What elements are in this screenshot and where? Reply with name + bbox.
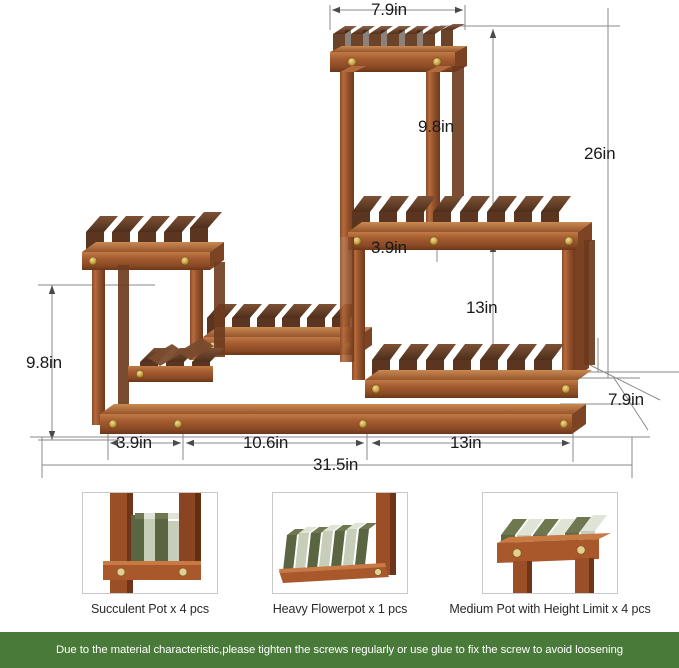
- wooden-stand-structure: [82, 24, 595, 434]
- screw: [371, 384, 381, 394]
- dim-label-right-upper-offset: 3.9in: [371, 238, 407, 257]
- screw: [559, 419, 569, 429]
- plant-stand-illustration: [30, 5, 679, 478]
- screw: [358, 419, 368, 429]
- top-shelf: [330, 24, 467, 72]
- thumbnail-image-medium-pot: [482, 492, 618, 594]
- top-shelf-legs: [340, 66, 464, 237]
- screw: [173, 419, 183, 429]
- dim-label-top-shelf-width: 7.9in: [371, 0, 407, 19]
- dim-label-top-tier-height: 9.8in: [418, 117, 454, 136]
- thumbnail-medium-pot: Medium Pot with Height Limit x 4 pcs: [435, 492, 665, 624]
- dim-label-depth: 7.9in: [608, 390, 644, 409]
- third-tier-shelf: [365, 344, 592, 398]
- left-posts: [92, 262, 225, 425]
- screw: [135, 369, 145, 379]
- dim-label-overall-width: 31.5in: [313, 455, 359, 474]
- accessory-thumbnails: Succulent Pot x 4 pcs: [0, 492, 679, 624]
- screw: [347, 57, 357, 67]
- left-lower-shelf: [128, 338, 224, 382]
- vertical-connectors: [340, 237, 365, 380]
- notice-text: Due to the material characteristic,pleas…: [56, 644, 623, 656]
- thumbnail-caption: Heavy Flowerpot x 1 pcs: [272, 602, 408, 616]
- screw: [432, 57, 442, 67]
- dim-label-left-section-width: 3.9in: [116, 433, 152, 452]
- screw: [88, 256, 98, 266]
- dim-label-right-tier-height: 13in: [466, 298, 498, 317]
- thumbnail-caption: Succulent Pot x 4 pcs: [90, 602, 210, 616]
- base-rail: [100, 404, 586, 434]
- screw: [180, 256, 190, 266]
- thumbnail-caption: Medium Pot with Height Limit x 4 pcs: [449, 602, 651, 616]
- screw: [352, 236, 362, 246]
- plant-stand-diagram: 7.9in 9.8in 26in 3.9in 13in 9.8in 7.9in …: [26, 0, 679, 478]
- dim-label-middle-section-width: 10.6in: [243, 433, 289, 452]
- dim-label-right-section-width: 13in: [450, 433, 482, 452]
- screw: [108, 419, 118, 429]
- dim-label-left-tier-height: 9.8in: [26, 353, 62, 372]
- thumbnail-image-heavy-flowerpot: [272, 492, 408, 594]
- screw: [564, 236, 574, 246]
- screw: [561, 384, 571, 394]
- screw: [429, 236, 439, 246]
- material-notice-banner: Due to the material characteristic,pleas…: [0, 632, 679, 668]
- thumbnail-heavy-flowerpot: Heavy Flowerpot x 1 pcs: [245, 492, 435, 624]
- second-tier-shelf: [348, 196, 592, 250]
- left-upper-shelf: [82, 212, 224, 270]
- dim-label-overall-height: 26in: [584, 144, 616, 163]
- thumbnail-succulent-pot: Succulent Pot x 4 pcs: [55, 492, 245, 624]
- thumbnail-image-succulent-pot: [82, 492, 218, 594]
